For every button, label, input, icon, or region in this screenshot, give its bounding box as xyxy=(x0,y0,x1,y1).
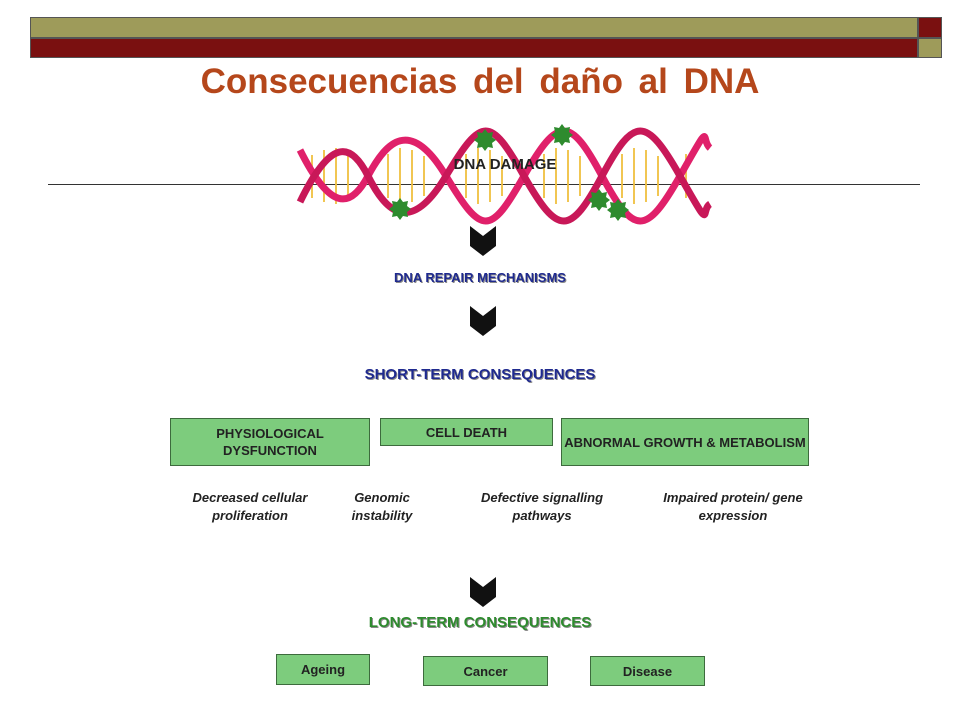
damage-marker-icon xyxy=(551,124,573,146)
damage-marker-icon xyxy=(607,199,629,221)
dna-damage-label: DNA DAMAGE xyxy=(453,156,557,173)
abnormal-growth-box: ABNORMAL GROWTH & METABOLISM xyxy=(561,418,809,466)
header-band-bottom xyxy=(30,38,918,58)
effect-genomic-instability: Genomic instability xyxy=(351,490,413,523)
cancer-box: Cancer xyxy=(423,656,548,686)
page-title: Consecuencias del daño al DNA xyxy=(200,62,760,101)
header-corner-olive xyxy=(918,38,942,58)
divider xyxy=(48,184,920,185)
cell-death-box: CELL DEATH xyxy=(380,418,553,446)
header-band-top xyxy=(30,17,918,38)
damage-marker-icon xyxy=(588,189,610,211)
effect-decreased-proliferation: Decreased cellular proliferation xyxy=(192,490,308,523)
short-term-heading: SHORT-TERM CONSEQUENCES xyxy=(364,366,596,383)
down-arrow-icon xyxy=(470,577,496,607)
ageing-box: Ageing xyxy=(276,654,370,685)
repair-mechanisms-label: DNA REPAIR MECHANISMS xyxy=(394,270,566,285)
effect-defective-signalling: Defective signalling pathways xyxy=(480,490,604,523)
effect-impaired-expression: Impaired protein/ gene expression xyxy=(663,490,803,523)
physiological-dysfunction-box: PHYSIOLOGICAL DYSFUNCTION xyxy=(170,418,370,466)
dna-helix-icon xyxy=(296,127,713,225)
header-corner-dark xyxy=(918,17,942,38)
disease-box: Disease xyxy=(590,656,705,686)
damage-marker-icon xyxy=(474,129,496,151)
down-arrow-icon xyxy=(470,306,496,336)
long-term-heading: LONG-TERM CONSEQUENCES xyxy=(368,614,592,631)
down-arrow-icon xyxy=(470,226,496,256)
damage-marker-icon xyxy=(389,198,411,220)
